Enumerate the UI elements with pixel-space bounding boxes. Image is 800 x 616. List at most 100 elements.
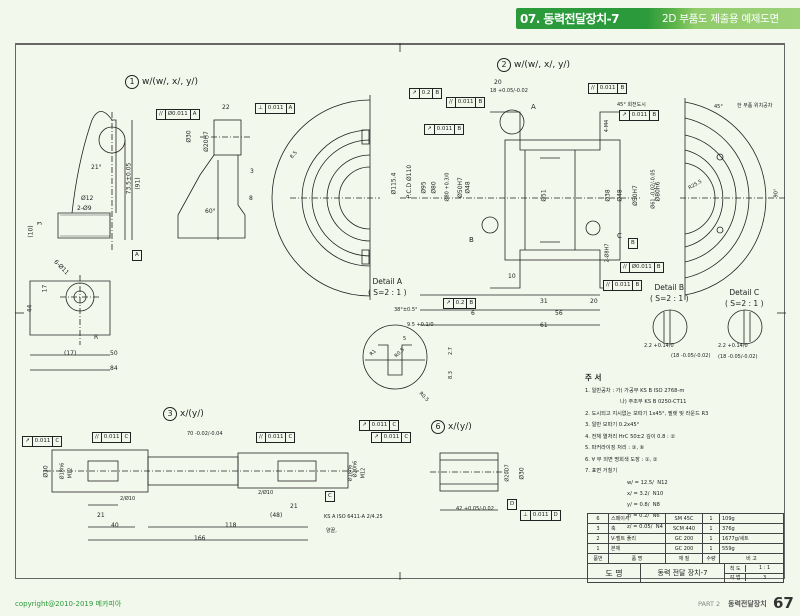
dim-p1-8: 8 [249, 195, 253, 202]
roughness-row: w/ = 12.5/ N12 [627, 479, 668, 486]
dim-p2-90deg: 90° [773, 188, 780, 198]
note-item: 1. 일반공차 : 가) 가공부 KS B ISO 2768-m [585, 387, 685, 394]
footer-section: 동력전달장치 [728, 600, 767, 608]
dim-p2-d51: Ø51 [540, 189, 548, 202]
chapter-title: 07. 동력전달장치-7 [520, 12, 620, 26]
part1-top-view [29, 275, 111, 371]
dim-p3-2d10a: 2/Ø10 [120, 496, 136, 502]
roughness-row: x/ = 3.2/ N10 [627, 490, 664, 497]
dim-p2-d80tol: Ø80 +0.3/0 [444, 172, 451, 202]
part2-end-view [271, 95, 380, 300]
dim-db-18: (18 -0.05/-0.02) [671, 353, 711, 359]
dim-p1-22: 22 [222, 104, 230, 111]
detail-a-scale: ( S=2 : 1 ) [368, 288, 407, 297]
detail-b-view [652, 309, 688, 345]
part1-label: 1 w/(w/, x/, y/) [125, 75, 198, 89]
dim-da-2_7: 2.7 [447, 347, 454, 355]
dim-p3-m12a: M12 [67, 467, 74, 479]
detail-a-view [362, 324, 428, 390]
part2-section-view [400, 109, 640, 326]
dim-p1-73: 73.5±0.05 [125, 162, 133, 195]
part2-number: 2 [497, 58, 511, 72]
part3-finish-symbol: x/(y/) [180, 409, 204, 419]
dim-dc-18: (18 -0.05/-0.02) [718, 354, 758, 360]
dim-p3-d18h6a: Ø18h6 [59, 462, 66, 480]
dim-p1-17: 17 [41, 284, 49, 293]
scale-info: 척 도 1 : 1 각 법 3 [725, 564, 783, 582]
dim-p3-d20h6: Ø20h6 [352, 460, 359, 478]
detail-c-scale: ( S=2 : 1 ) [725, 299, 764, 308]
dim-p2-d50h7: Ø50H7 [456, 177, 464, 198]
part1-finish-symbol: w/(w/, x/, y/) [142, 77, 198, 87]
detail-b-title: Detail B [654, 283, 685, 292]
dim-p1-d20h7: Ø20H7 [202, 131, 210, 152]
part1-number: 1 [125, 75, 139, 89]
note-item: 2. 도시되고 지시없는 모따기 1x45°, 필렛 및 라운드 R3 [585, 410, 709, 417]
dim-p3-both-ends: 양끝, [326, 528, 337, 534]
callout-c: C [617, 232, 622, 240]
dim-p2-20b: 20 [590, 298, 598, 305]
dim-p2-4m4: 4-M4 [604, 119, 611, 133]
dim-p1-r: R [94, 334, 99, 341]
drawing-name: 동력 전달 장치-7 [641, 564, 726, 582]
footer-part: PART 2 [698, 600, 721, 608]
dim-p1-60deg: 60° [205, 208, 216, 215]
drawing-label: 도 명 [588, 564, 641, 582]
dim-p2-pcd: P.C.D Ø110 [406, 164, 414, 199]
dim-da-9_5: 9.5 +0.1/0 [407, 322, 434, 328]
dim-p6-d30: Ø30 [518, 467, 526, 480]
dim-da-angle: 38°±0.5° [394, 307, 418, 313]
part1-front-view [57, 111, 133, 250]
dim-p1-10: (10) [27, 225, 35, 238]
dim-db-2_2: 2.2 +0.14/0 [644, 343, 674, 349]
note-item: 6. ∀ 부 외면 명회색 도장 : ①, ② [585, 456, 658, 463]
dim-p2-45rot: 45° 회전도시 [617, 102, 646, 108]
dim-p2-d50h7b: Ø50H7 [631, 185, 639, 206]
detail-a-title: Detail A [372, 277, 403, 286]
dim-p2-d95: Ø95 [420, 181, 428, 194]
notes-block: 주 서 1. 일반공차 : 가) 가공부 KS B ISO 2768-m 나) … [585, 372, 708, 533]
dim-p1-50: 50 [110, 350, 118, 357]
datum-a: A [132, 250, 142, 261]
note-item: 5. 파커라이징 처리 : ③, ⑥ [585, 445, 645, 451]
note-item: 나) 주조부 KS B 0250-CT11 [620, 399, 687, 405]
detail-c-title: Detail C [729, 288, 760, 297]
scale-value: 1 : 1 [758, 565, 771, 572]
dim-p6-42: 42 +0.05/-0.02 [456, 506, 494, 512]
note-item: 3. 일반 모따기 0.2x45° [585, 422, 640, 428]
part6-number: 6 [431, 420, 445, 434]
roughness-row: y/ = 0.8/ N8 [627, 501, 660, 508]
part6-label: 6 x/(y/) [431, 420, 472, 434]
dim-p1-d12: Ø12 [81, 195, 94, 202]
dim-p2-d80h6: Ø80h6 [654, 181, 662, 202]
dim-p2-2d8h7: 2-Ø8H7 [604, 243, 611, 263]
dim-p1-2d9: 2-Ø9 [77, 205, 92, 212]
dim-p2-6: 6 [471, 310, 475, 317]
detail-c-label: Detail C ( S=2 : 1 ) [725, 287, 764, 309]
callout-b: B [469, 236, 474, 244]
dim-p3-48: (48) [270, 512, 283, 519]
dim-p3-center-drill: KS A ISO 6411-A 2/4.25 [324, 514, 383, 520]
part3-number: 3 [163, 407, 177, 421]
part3-label: 3 x/(y/) [163, 407, 204, 421]
dim-p1-44: 44 [26, 304, 34, 313]
dim-p1-d30: Ø30 [185, 130, 193, 143]
page-number: 67 [773, 594, 794, 612]
dim-da-5: 5 [403, 336, 407, 342]
